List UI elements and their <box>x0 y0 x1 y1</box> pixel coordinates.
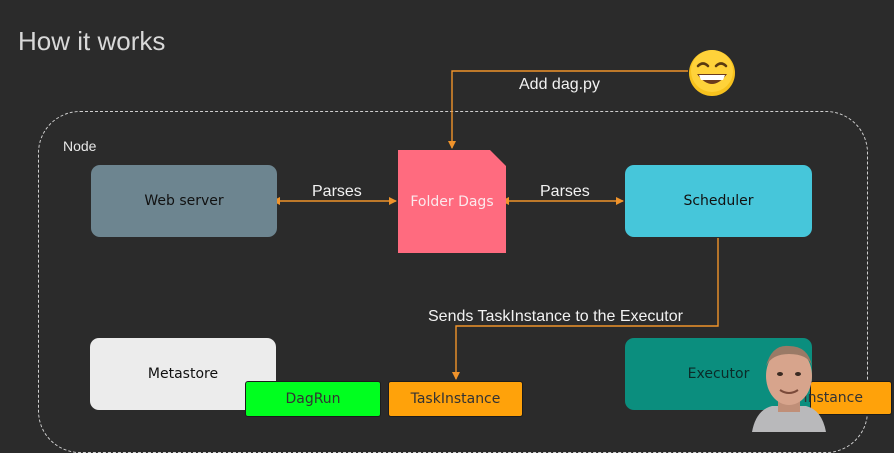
folder-corner-cut <box>490 150 506 166</box>
folder-dags-box: Folder Dags <box>398 150 506 253</box>
taskinstance-tag-partial: Instance <box>803 381 892 415</box>
slide-title: How it works <box>18 26 166 56</box>
web-server-box: Web server <box>91 165 277 237</box>
parses-label-left: Parses <box>312 183 362 200</box>
taskinstance-tag: TaskInstance <box>388 381 523 417</box>
connector-layer <box>272 70 719 380</box>
scheduler-box: Scheduler <box>625 165 812 237</box>
grinning-face-icon <box>689 50 735 96</box>
node-label: Node <box>63 138 97 154</box>
presenter-webcam <box>752 345 826 432</box>
edge-scheduler-executor <box>452 238 719 380</box>
diagram-canvas: How it works Node Web server Folder Dags… <box>18 26 892 453</box>
sends-taskinstance-label: Sends TaskInstance to the Executor <box>428 308 683 325</box>
parses-label-right: Parses <box>540 183 590 200</box>
dagrun-tag: DagRun <box>245 381 381 417</box>
add-dag-label: Add dag.py <box>519 76 600 93</box>
edge-add-dag <box>448 70 688 149</box>
